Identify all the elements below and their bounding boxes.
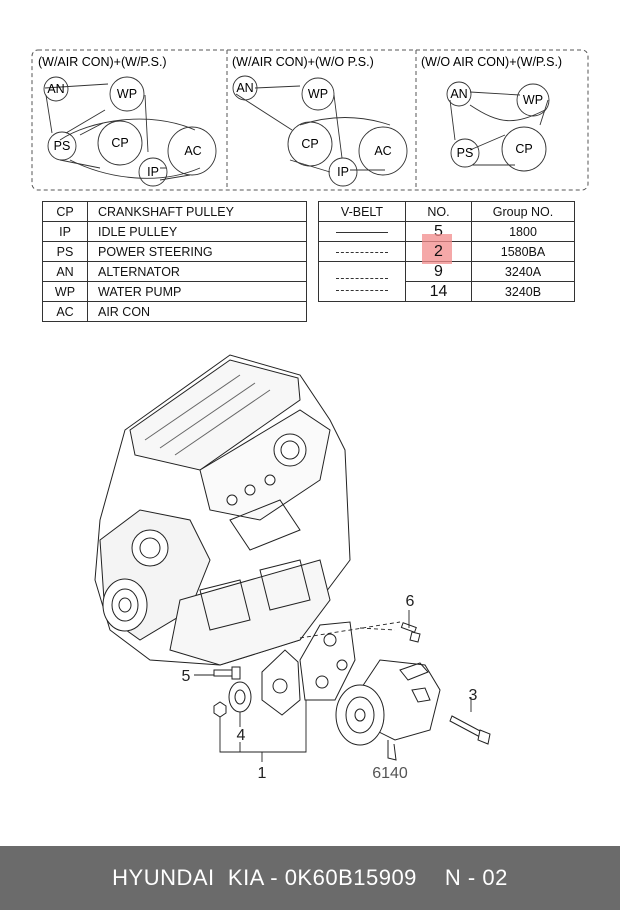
pulley-label: CP	[111, 136, 128, 150]
bolt-5	[213, 666, 241, 680]
pulley-label: AN	[450, 87, 467, 101]
belt-group-no: 1580BA	[471, 241, 575, 262]
belt-group-no: 1800	[471, 221, 575, 242]
legend-desc: WATER PUMP	[87, 281, 307, 302]
belt-group-no: 3240A	[471, 261, 575, 282]
callout-1: 1	[258, 765, 267, 782]
pulley-label: IP	[337, 165, 349, 179]
pulley-label: PS	[457, 146, 474, 160]
legend-desc: ALTERNATOR	[87, 261, 307, 282]
vbelt-header-row: V-BELT NO. Group NO.	[318, 201, 575, 222]
belt-layout-1	[43, 76, 217, 187]
belt-group-no: 3240B	[471, 281, 575, 302]
pulley-label: CP	[515, 142, 532, 156]
layout-caption-2: (W/AIR CON)+(W/O P.S.)	[232, 55, 374, 69]
belt-no-value: 2	[434, 242, 443, 260]
belt-no: 9	[405, 261, 472, 282]
idle-pulley	[228, 681, 252, 713]
legend-code: CP	[42, 201, 88, 222]
legend-desc: POWER STEERING	[87, 241, 307, 262]
pulley-label: WP	[523, 93, 543, 107]
layout-caption-1: (W/AIR CON)+(W/P.S.)	[38, 55, 167, 69]
pulley-label: AC	[184, 144, 201, 158]
legend-code: AC	[42, 301, 88, 322]
callout-5: 5	[182, 668, 191, 685]
footer-page-code: N - 02	[444, 865, 508, 890]
belt-line-sample	[318, 241, 406, 262]
ac-compressor-bracket	[299, 621, 356, 701]
legend-desc: CRANKSHAFT PULLEY	[87, 201, 307, 222]
pulley-label: WP	[308, 87, 328, 101]
callout-4: 4	[237, 727, 246, 744]
pulley-label: AN	[236, 81, 253, 95]
nut	[213, 701, 227, 718]
vbelt-header: V-BELT	[318, 201, 406, 222]
bolt-3	[449, 715, 491, 745]
legend-code: IP	[42, 221, 88, 242]
highlight-box	[422, 234, 452, 264]
layout-caption-3: (W/O AIR CON)+(W/P.S.)	[421, 55, 562, 69]
footer-part-number: HYUNDAI KIA - 0K60B15909	[112, 865, 417, 890]
belt-no: 2	[405, 234, 472, 264]
belt-line-sample	[318, 261, 406, 302]
vbelt-table: V-BELT NO. Group NO. 5 1800 2 1580BA 9 3…	[318, 201, 575, 302]
valve-cover	[129, 359, 301, 471]
legend-code: WP	[42, 281, 88, 302]
legend-desc: AIR CON	[87, 301, 307, 322]
belt-no: 14	[405, 281, 472, 302]
no-header: NO.	[405, 201, 472, 222]
belt-layout-2	[232, 75, 408, 187]
pulley-label: AC	[374, 144, 391, 158]
bolt-6	[400, 622, 421, 643]
legend-desc: IDLE PULLEY	[87, 221, 307, 242]
footer-bar: HYUNDAI KIA - 0K60B15909 N - 02	[0, 846, 620, 910]
engine-exploded-diagram: 6 5 3 4 1 6140	[94, 354, 491, 782]
pulley-label: AN	[47, 82, 64, 96]
belt-line-sample	[318, 221, 406, 242]
callout-6140: 6140	[372, 765, 408, 782]
callout-6: 6	[406, 593, 415, 610]
vbelt-row: 14 3240B	[319, 281, 575, 302]
vbelt-row: 2 1580BA	[318, 234, 575, 264]
tensioner-bracket	[261, 649, 301, 716]
belt-routing-panel: (W/AIR CON)+(W/P.S.) (W/AIR CON)+(W/O P.…	[31, 49, 589, 191]
pulley-label: CP	[301, 137, 318, 151]
callout-3: 3	[469, 687, 478, 704]
legend-code: PS	[42, 241, 88, 262]
vbelt-row: 9 3240A	[318, 261, 575, 302]
pulley-label: PS	[54, 139, 71, 153]
pulley-label: WP	[117, 87, 137, 101]
vbelt-row: 5 1800	[318, 221, 575, 242]
pulley-label: IP	[147, 165, 159, 179]
group-no-header: Group NO.	[471, 201, 575, 222]
legend-code: AN	[42, 261, 88, 282]
ac-compressor	[335, 659, 441, 761]
belt-layout-3	[446, 81, 550, 172]
